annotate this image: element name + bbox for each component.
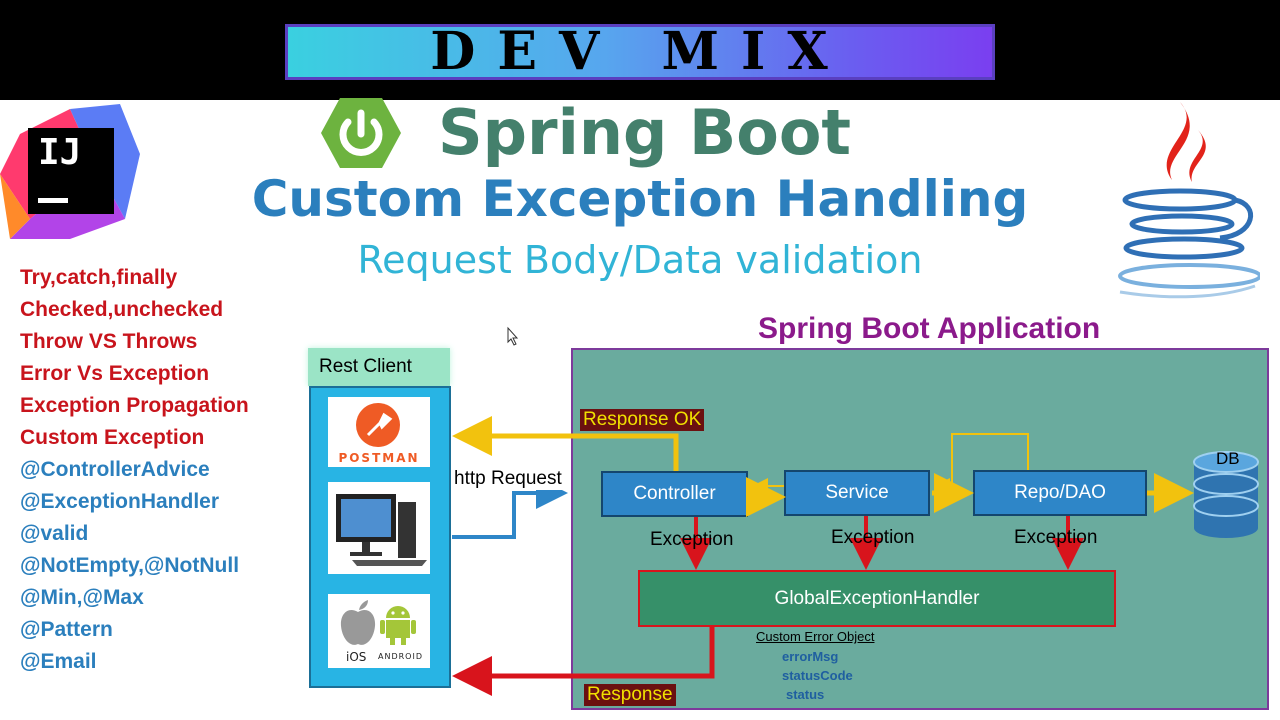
topic-item: @valid: [20, 522, 89, 545]
http-request-label: http Request: [454, 468, 562, 490]
database-icon: [1193, 451, 1259, 538]
custom-error-object-label: Custom Error Object: [756, 629, 875, 644]
response-error-label: Response: [584, 684, 676, 706]
controller-exception-label: Exception: [650, 529, 734, 550]
topic-item: Checked,unchecked: [20, 298, 224, 321]
java-cup-icon: [1118, 102, 1260, 299]
rest-client-label: Rest Client: [308, 348, 450, 386]
topic-item: @Min,@Max: [20, 586, 144, 609]
topic-item: Exception Propagation: [20, 394, 249, 417]
topic-item: Try,catch,finally: [20, 266, 178, 289]
db-label: DB: [1216, 449, 1240, 468]
topic-item: @Pattern: [20, 618, 113, 641]
power-icon: [321, 98, 401, 168]
intellij-ij-text: IJ: [38, 132, 82, 173]
postman-icon: [356, 403, 400, 447]
response-ok-label: Response OK: [580, 409, 705, 431]
intellij-logo: [0, 104, 140, 239]
error-field: status: [786, 687, 825, 702]
page-subtitle: Custom Exception Handling: [251, 170, 1029, 228]
topic-item: Throw VS Throws: [20, 330, 198, 353]
app-title: Spring Boot Application: [758, 312, 1101, 345]
service-box: Service: [784, 470, 930, 516]
repo-exception-label: Exception: [1014, 527, 1098, 548]
desktop-computer-icon: [336, 494, 427, 566]
page-title: Spring Boot: [438, 96, 852, 169]
apple-icon: [340, 600, 376, 645]
spring-app-container: [571, 348, 1269, 710]
controller-box: Controller: [601, 471, 748, 517]
topic-item: @ExceptionHandler: [20, 490, 220, 513]
global-exception-handler-box: GlobalExceptionHandler: [638, 570, 1116, 627]
topic-item: Custom Exception: [20, 426, 205, 449]
android-label: ANDROID: [378, 652, 423, 661]
service-exception-label: Exception: [831, 527, 915, 548]
error-field: statusCode: [782, 668, 853, 683]
topic-item: @NotEmpty,@NotNull: [20, 554, 240, 577]
banner-text: DEV MIX: [430, 21, 850, 82]
ios-label: iOS: [346, 650, 367, 664]
page-subtitle-secondary: Request Body/Data validation: [357, 238, 923, 282]
error-field: errorMsg: [782, 649, 839, 664]
topic-item: Error Vs Exception: [20, 362, 210, 385]
postman-label: POSTMAN: [338, 451, 420, 465]
android-icon: [380, 606, 416, 645]
topic-item: @ControllerAdvice: [20, 458, 210, 481]
topic-item: @Email: [20, 650, 97, 673]
repo-dao-box: Repo/DAO: [973, 470, 1147, 516]
dev-mix-banner: [285, 24, 995, 80]
